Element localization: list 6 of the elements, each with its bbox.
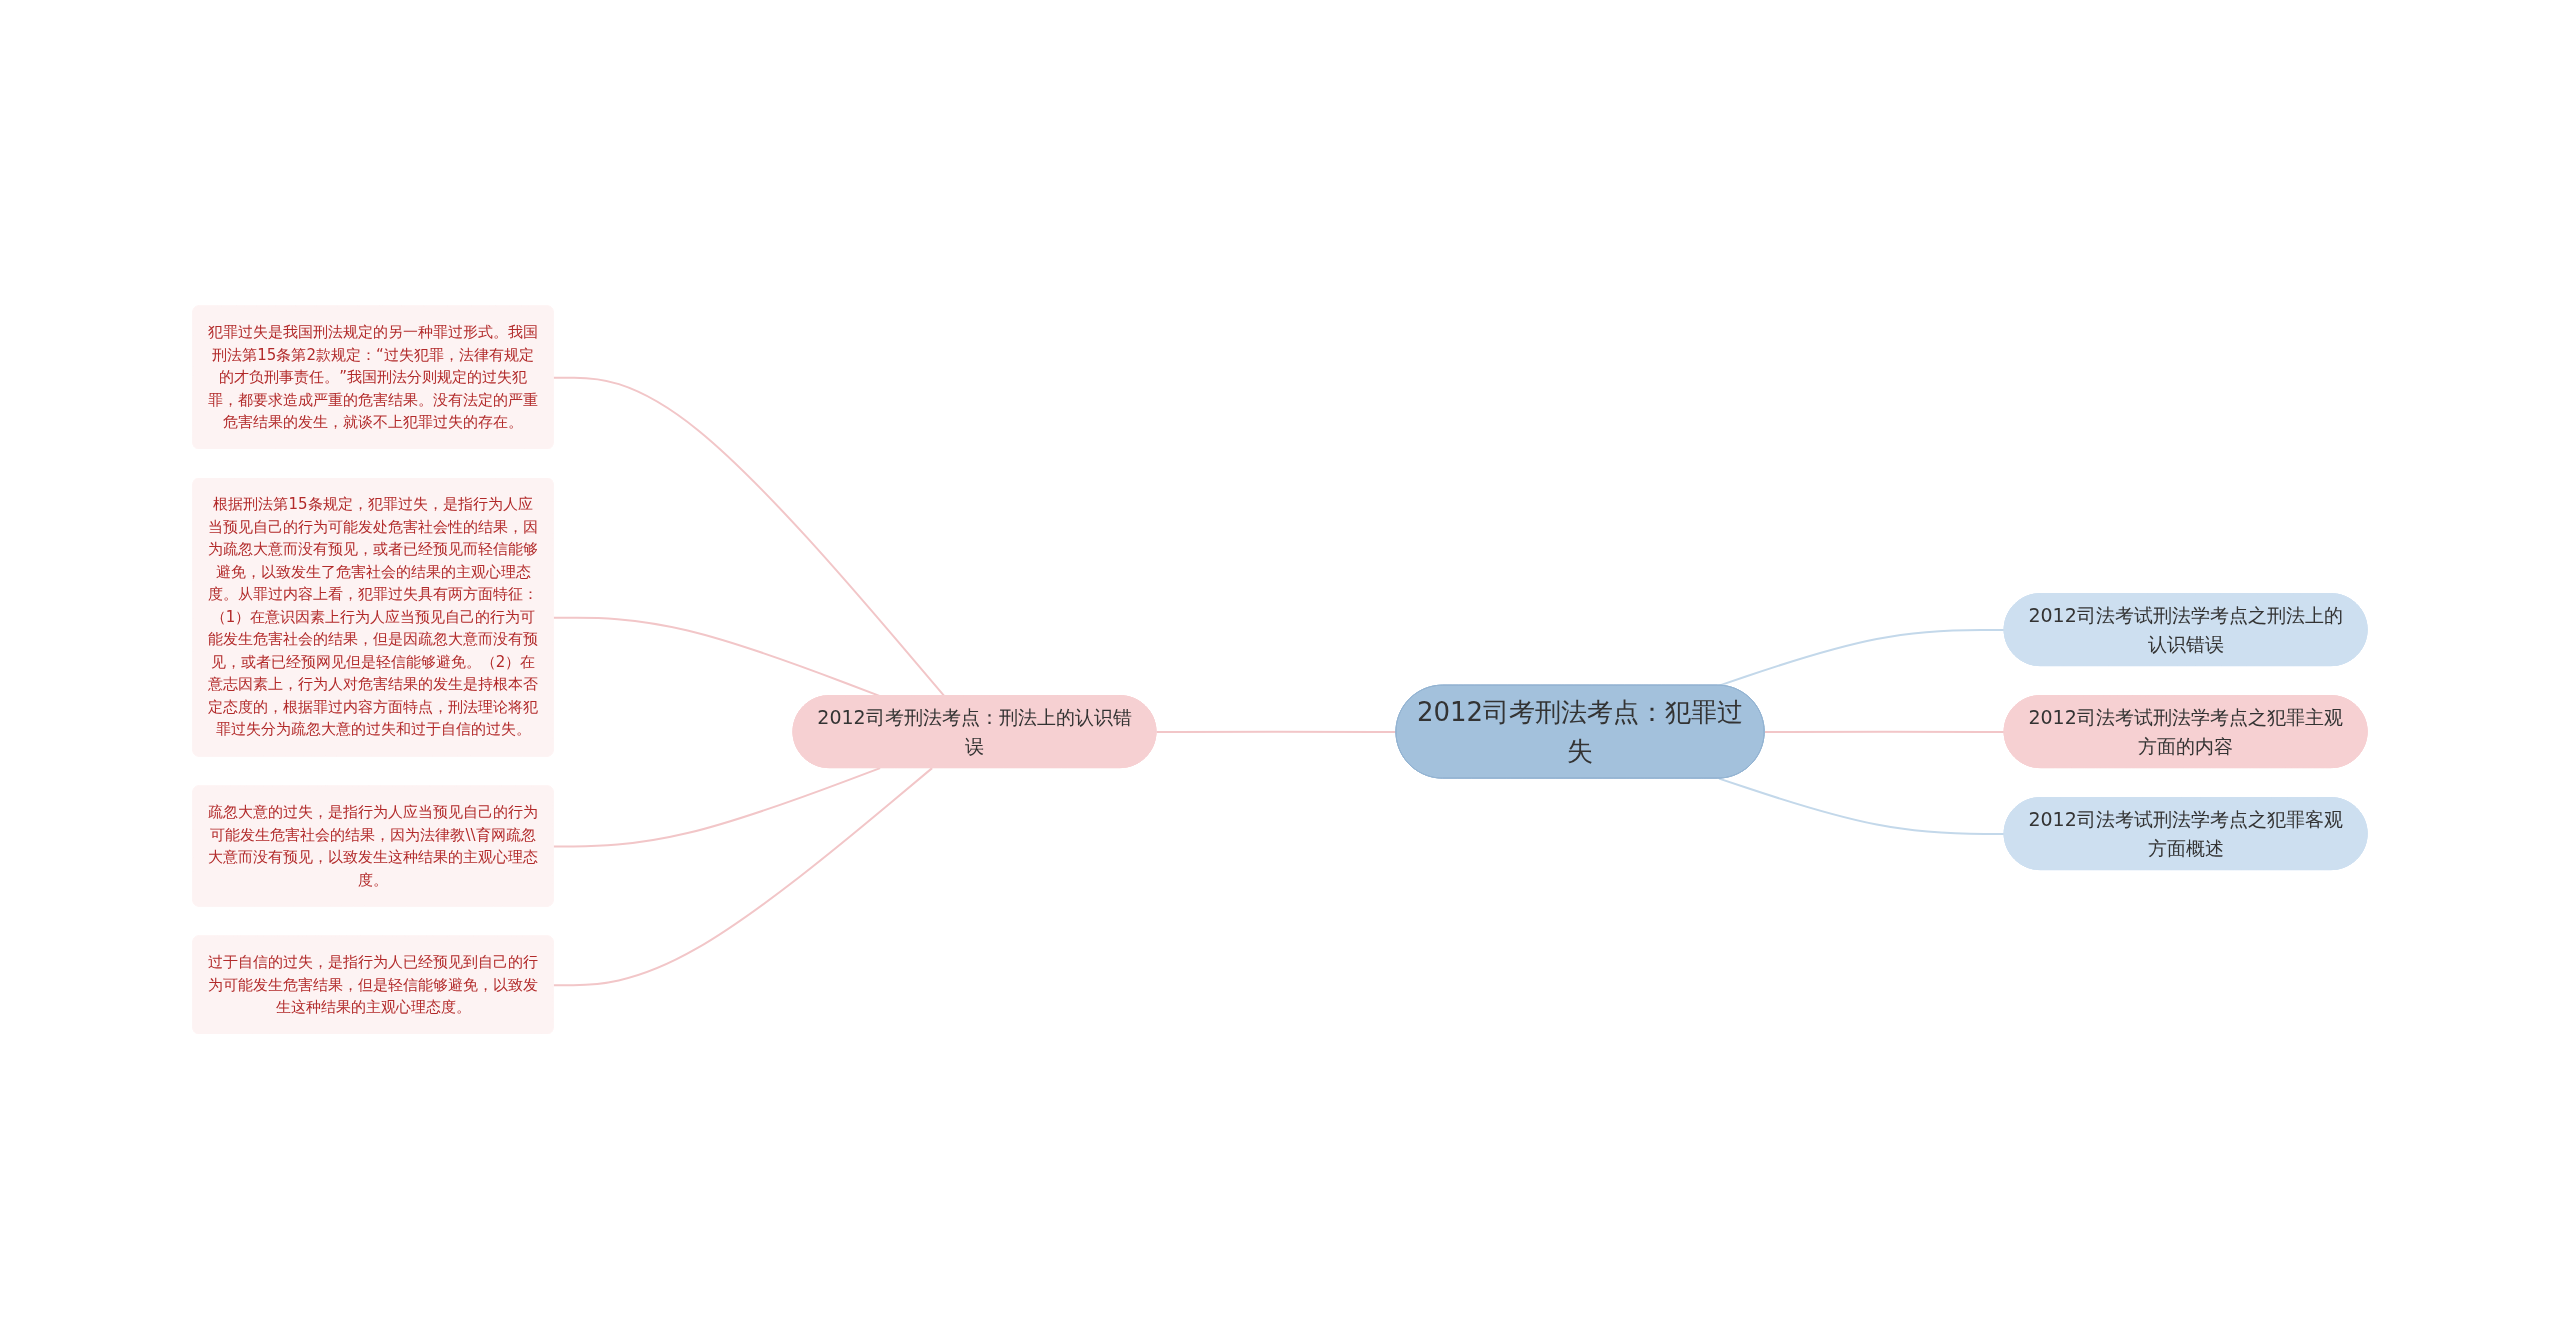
connector [1763, 730, 2006, 733]
connector [552, 766, 934, 986]
connector [1718, 777, 2006, 835]
connector [552, 766, 882, 848]
connector [552, 376, 946, 697]
connector [1718, 628, 2006, 687]
